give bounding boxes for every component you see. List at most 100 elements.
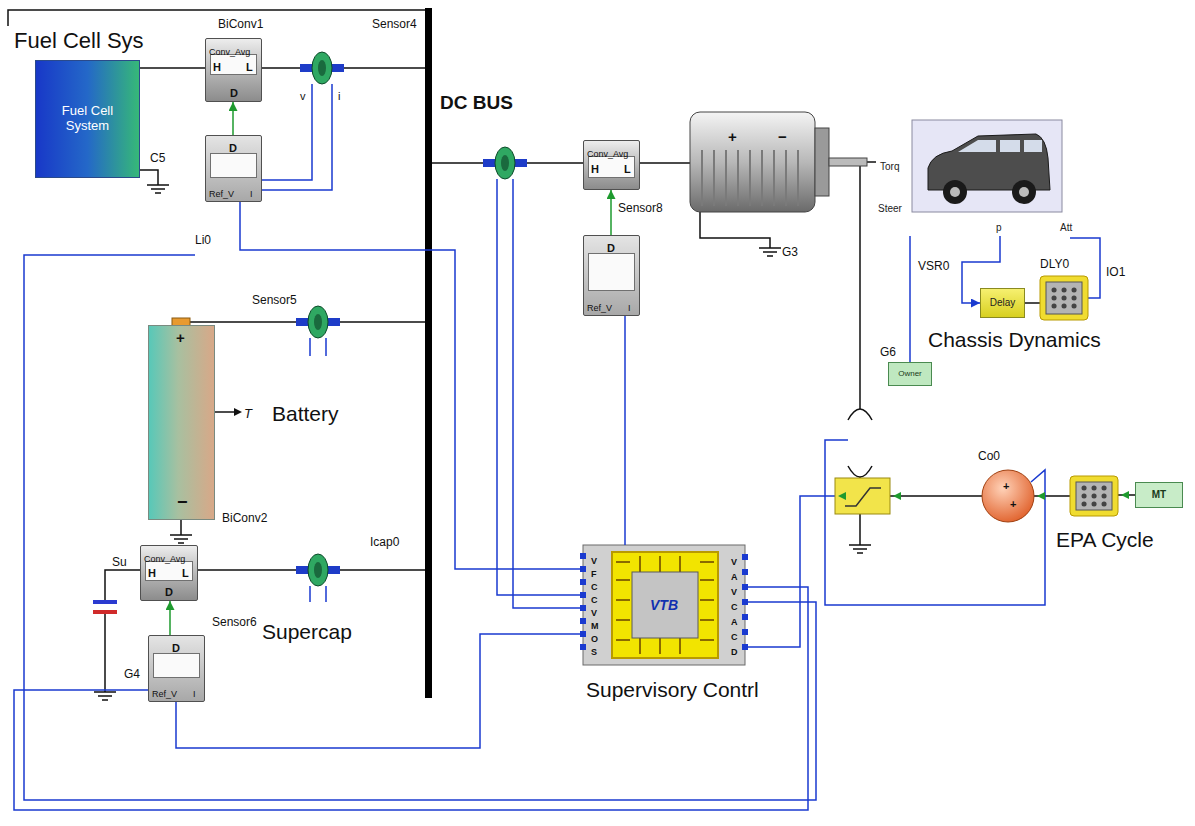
label-slot: C — [731, 596, 738, 614]
converter-box: Conv_AvgHL — [583, 140, 640, 190]
node-text: D — [607, 242, 615, 255]
label-slot: Icap0 — [370, 532, 399, 550]
label-slot: Sensor8 — [618, 198, 663, 216]
sensor-symbol — [312, 52, 332, 84]
chip-core — [632, 572, 698, 638]
node-text: D — [230, 87, 238, 100]
node-text: I — [250, 189, 253, 199]
text-slot: p — [996, 217, 1002, 235]
label-slot: Su — [112, 552, 127, 570]
delay-block: Delay — [980, 288, 1025, 318]
text-slot: Att — [1060, 217, 1072, 235]
group-title: Battery — [272, 402, 339, 426]
summing-junction — [982, 470, 1034, 522]
car-wheel — [943, 180, 967, 204]
text-slot: Steer — [878, 198, 902, 216]
pin-name: F — [591, 569, 597, 579]
part-name: G4 — [124, 668, 140, 682]
label-slot: Li0 — [195, 230, 211, 248]
control-arrow — [232, 102, 234, 135]
dc-bus-bar — [425, 8, 432, 698]
label-slot: V — [731, 581, 737, 599]
part-name: Sensor4 — [372, 18, 417, 32]
temperature-port — [234, 408, 242, 416]
control-arrow — [169, 601, 171, 635]
part-name: Sensor8 — [618, 202, 663, 216]
node-text: Ref_V — [209, 189, 234, 199]
text-slot: L — [246, 57, 253, 75]
text-slot: + — [176, 329, 185, 347]
label-slot: C — [731, 626, 738, 644]
node-text: Att — [1060, 222, 1072, 234]
label-slot: − — [778, 128, 787, 146]
label-slot: Sensor4 — [372, 14, 417, 32]
text-slot: H — [148, 563, 156, 581]
node-text: I — [193, 689, 196, 699]
node-text: I — [628, 303, 631, 313]
controller-frame — [583, 545, 745, 665]
signal-wiring — [14, 84, 1100, 810]
signal-wire — [909, 236, 911, 362]
pin-name: i — [338, 90, 340, 103]
text-slot: H — [213, 57, 221, 75]
node-text: Fuel Cell System — [51, 104, 125, 134]
pin-name: C — [591, 595, 598, 605]
group-title: EPA Cycle — [1056, 528, 1154, 552]
motor-endcap — [815, 128, 829, 196]
part-name: Sensor6 — [212, 616, 257, 630]
text-slot: I — [193, 683, 196, 701]
fuel-cell-box: Fuel Cell System — [35, 60, 140, 178]
label-slot: C5 — [150, 148, 165, 166]
signal-arrow — [838, 491, 1129, 500]
signal-wire — [624, 316, 626, 545]
text-slot: Conv_Avg — [587, 143, 628, 161]
part-name: BiConv1 — [218, 18, 263, 32]
pin-name: S — [591, 647, 597, 657]
pin-name: V — [731, 557, 737, 567]
label-slot: DLY0 — [1040, 254, 1069, 272]
group-title: Chassis Dynamics — [928, 328, 1101, 352]
part-name: BiConv2 — [222, 512, 267, 526]
part-name: Su — [112, 556, 127, 570]
motor-body — [690, 112, 815, 212]
capacitor-plate — [93, 600, 117, 604]
controller-chip — [612, 552, 718, 658]
text-slot: D — [607, 238, 615, 256]
signal-wire — [240, 202, 583, 569]
pin-name: T — [244, 407, 252, 422]
pin-name: D — [731, 647, 738, 657]
panel-inset — [210, 153, 257, 178]
text-slot: H — [591, 159, 599, 177]
text-slot: D — [230, 83, 238, 101]
label-slot: BiConv1 — [218, 14, 263, 32]
label-slot: i — [338, 86, 340, 104]
controller-box: DRef_VI — [148, 635, 205, 702]
text-slot: MT — [1136, 483, 1182, 507]
node-text: MT — [1152, 489, 1166, 501]
text-slot: D — [165, 582, 173, 600]
pin-name: v — [300, 90, 306, 103]
node-text: H — [591, 163, 599, 176]
motor-fins — [702, 150, 798, 206]
node-text: L — [182, 567, 189, 580]
sensor-symbol — [314, 562, 322, 578]
pin-name: V — [591, 608, 597, 618]
motor-shaft — [829, 158, 867, 166]
label-slot: DC BUS — [440, 92, 513, 114]
limiter-symbol — [845, 488, 881, 506]
node-text: D — [165, 586, 173, 599]
label-slot: IO1 — [1106, 262, 1125, 280]
label-slot: EPA Cycle — [1056, 528, 1154, 552]
pin-name: V — [591, 556, 597, 566]
panel-inset — [153, 653, 200, 678]
pin-name: A — [731, 572, 738, 582]
text-slot: VTB — [583, 545, 745, 665]
sign-label: + — [1003, 480, 1009, 493]
node-text: Steer — [878, 203, 902, 215]
label-slot: Supercap — [262, 620, 352, 644]
label-slot: G3 — [782, 242, 798, 260]
label-slot: + — [1010, 494, 1016, 512]
mechanical-link-symbol — [848, 409, 872, 477]
